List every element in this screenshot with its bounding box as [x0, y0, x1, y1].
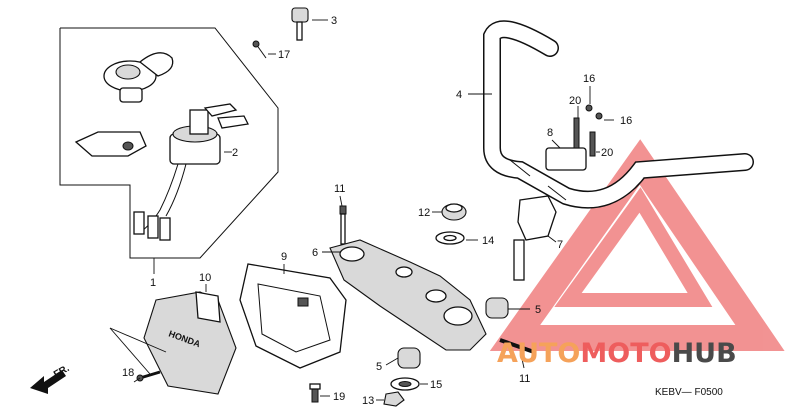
watermark-auto: AUTO [497, 338, 580, 369]
callout-labels: 1 2 3 4 5 5 6 7 8 9 10 11 11 12 13 14 15… [122, 15, 632, 407]
switch-cover-plate [143, 291, 237, 395]
switch-bracket [239, 263, 347, 369]
callout-20-upper: 20 [569, 95, 581, 107]
rubber-5-lower [397, 347, 421, 369]
switch-cover [74, 131, 147, 157]
diagram-code: KEBV— F0500 [655, 387, 723, 398]
callout-5-upper: 5 [535, 304, 541, 316]
callout-11-upper: 11 [334, 183, 345, 195]
callout-17: 17 [278, 49, 290, 61]
handlebar [483, 20, 754, 209]
rubber-5-upper [485, 297, 509, 319]
callout-6: 6 [312, 247, 318, 259]
callout-4: 4 [456, 89, 462, 101]
callout-8: 8 [547, 127, 553, 139]
callout-19: 19 [333, 391, 345, 403]
callout-11-lower: 11 [519, 373, 530, 385]
washer-15 [390, 377, 420, 391]
top-bridge [329, 239, 487, 351]
watermark-logo [489, 139, 785, 351]
callout-14: 14 [482, 235, 494, 247]
callout-9: 9 [281, 251, 287, 263]
leader-lines [109, 19, 614, 401]
handlebar-holder-lower [513, 195, 557, 281]
bolt-19 [309, 383, 321, 403]
ignition-switch [133, 103, 249, 241]
bolt-11-upper [339, 205, 347, 245]
watermark-text: AUTOMOTOHUB [497, 338, 737, 369]
front-marker-text: FR. [52, 363, 72, 381]
callout-10: 10 [199, 272, 211, 284]
callout-2: 2 [232, 147, 238, 159]
screw-17 [252, 40, 267, 59]
callout-5-lower: 5 [376, 361, 382, 373]
watermark-hub: HUB [672, 338, 737, 369]
callout-18: 18 [122, 367, 134, 379]
screw-18 [136, 370, 161, 382]
callout-7: 7 [557, 239, 563, 251]
callout-12: 12 [418, 207, 430, 219]
front-arrow-icon [30, 370, 66, 394]
callout-13: 13 [362, 395, 374, 407]
callout-20-lower: 20 [601, 147, 613, 159]
key [291, 7, 309, 41]
callout-16-right: 16 [620, 115, 632, 127]
handlebar-holder-upper [545, 104, 603, 171]
callout-1: 1 [150, 277, 156, 289]
bolt-11-lower [499, 338, 535, 354]
washer-14 [435, 231, 465, 245]
callout-3: 3 [331, 15, 337, 27]
callout-15: 15 [430, 379, 442, 391]
watermark-moto: MOTO [580, 338, 671, 369]
callout-16-top: 16 [583, 73, 595, 85]
cap-nut-12 [441, 203, 467, 221]
ignition-group-box [59, 27, 279, 259]
nut-13 [383, 391, 405, 407]
lock-cap [103, 52, 174, 103]
